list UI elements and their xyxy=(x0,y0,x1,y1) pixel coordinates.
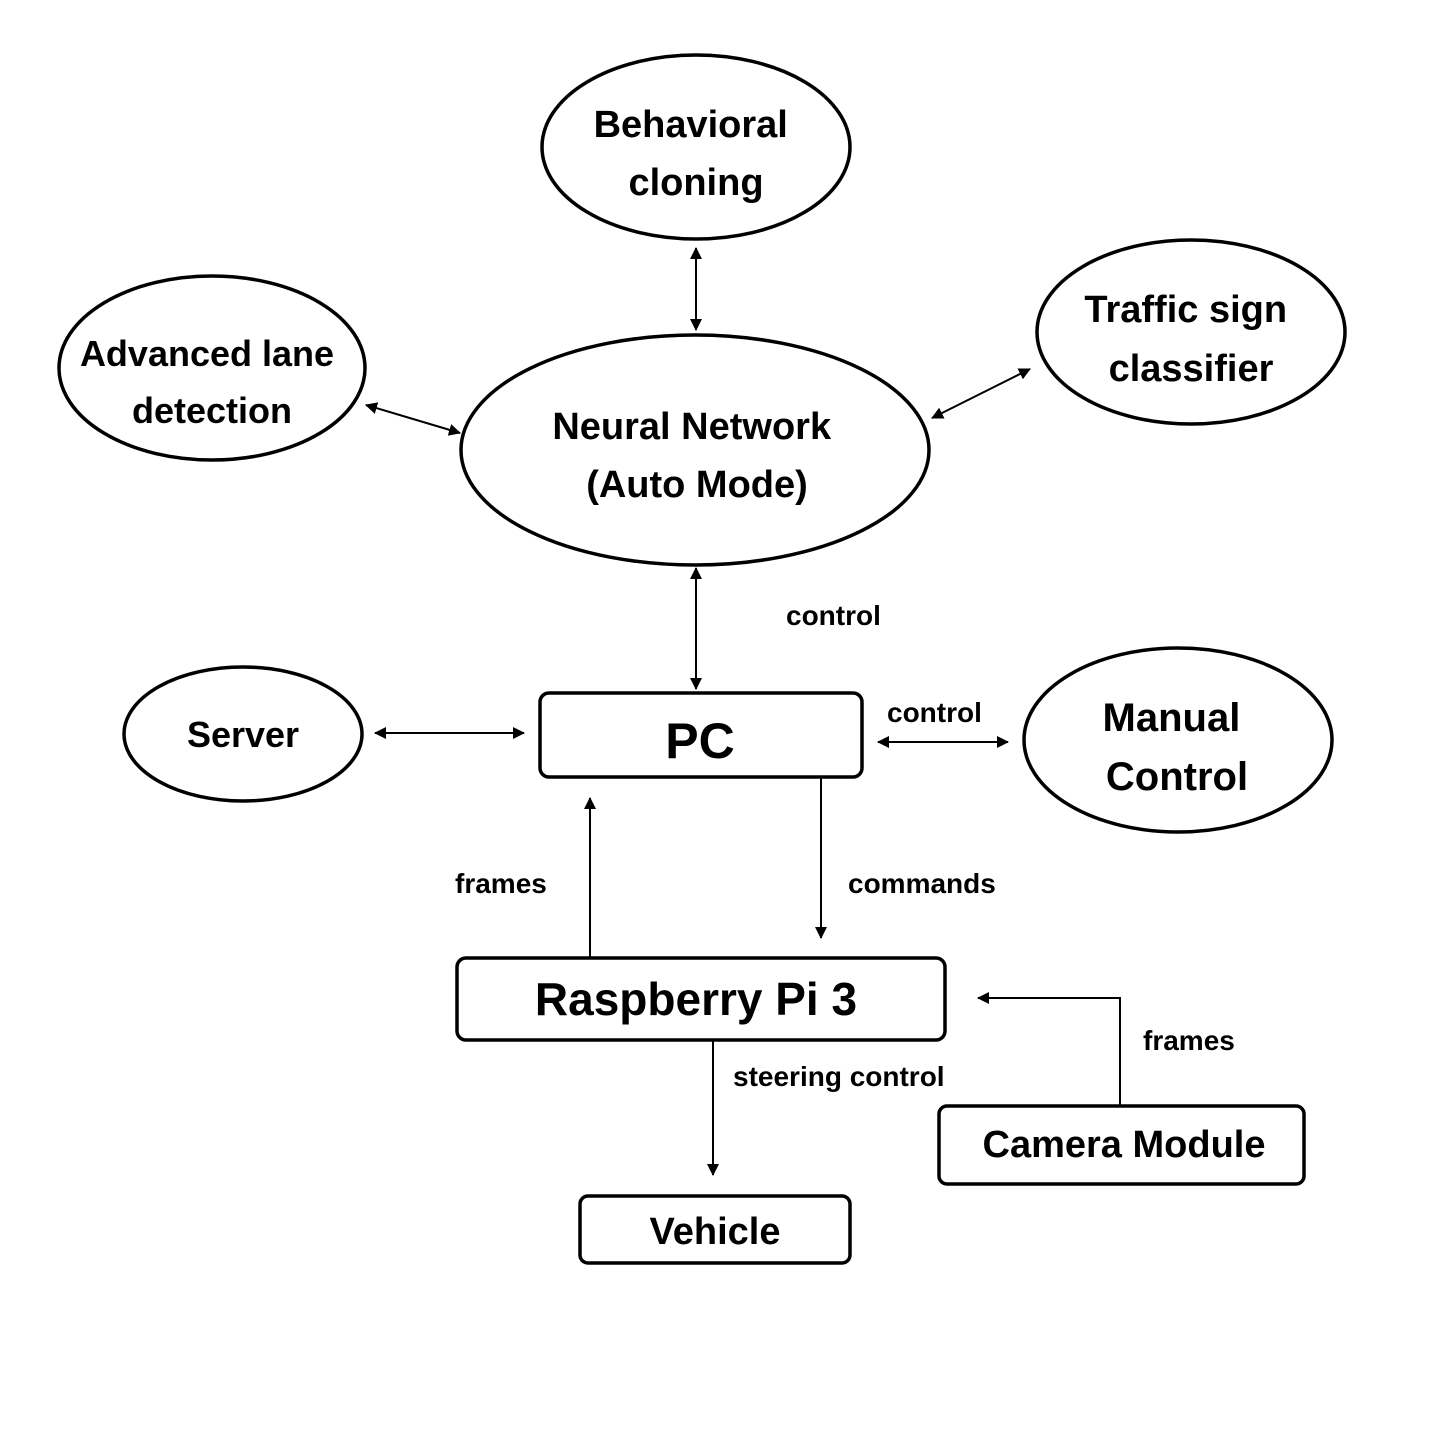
node-behavioral-cloning: Behavioral cloning xyxy=(540,53,852,241)
node-label: Raspberry Pi 3 xyxy=(535,973,857,1025)
node-manual-control: Manual Control xyxy=(1022,646,1334,834)
node-camera-module: Camera Module xyxy=(937,1104,1306,1186)
edge-label-pc-to-pi: commands xyxy=(848,868,996,899)
node-label: Neural Network (Auto Mode) xyxy=(552,406,841,506)
node-vehicle: Vehicle xyxy=(578,1194,852,1265)
node-label: Manual Control xyxy=(1103,696,1252,799)
edge-label-camera-to-pi: frames xyxy=(1143,1025,1235,1056)
edge-label-pc-manual: control xyxy=(887,697,982,728)
node-advanced-lane-detection: Advanced lane detection xyxy=(57,274,367,462)
node-label: Behavioral cloning xyxy=(594,104,799,204)
edge-label-nn-pc: control xyxy=(786,600,881,631)
edge-label-pi-to-vehicle: steering control xyxy=(733,1061,945,1092)
edge-nn-traffic xyxy=(931,368,1031,419)
edge-label-pi-to-pc: frames xyxy=(455,868,547,899)
node-neural-network: Neural Network (Auto Mode) xyxy=(459,333,931,567)
node-label: Vehicle xyxy=(650,1211,781,1253)
edge-lane-nn xyxy=(365,402,461,436)
edge-camera-to-pi-frames xyxy=(977,992,1121,1106)
node-pc: PC xyxy=(538,691,864,779)
node-traffic-sign-classifier: Traffic sign classifier xyxy=(1035,238,1347,426)
node-label: Advanced lane detection xyxy=(80,333,344,431)
node-label: Camera Module xyxy=(983,1124,1266,1166)
node-server: Server xyxy=(122,665,364,803)
node-label: Server xyxy=(187,714,299,755)
node-raspberry-pi: Raspberry Pi 3 xyxy=(455,956,947,1042)
node-label: PC xyxy=(665,713,734,769)
node-label: Traffic sign classifier xyxy=(1084,289,1297,390)
